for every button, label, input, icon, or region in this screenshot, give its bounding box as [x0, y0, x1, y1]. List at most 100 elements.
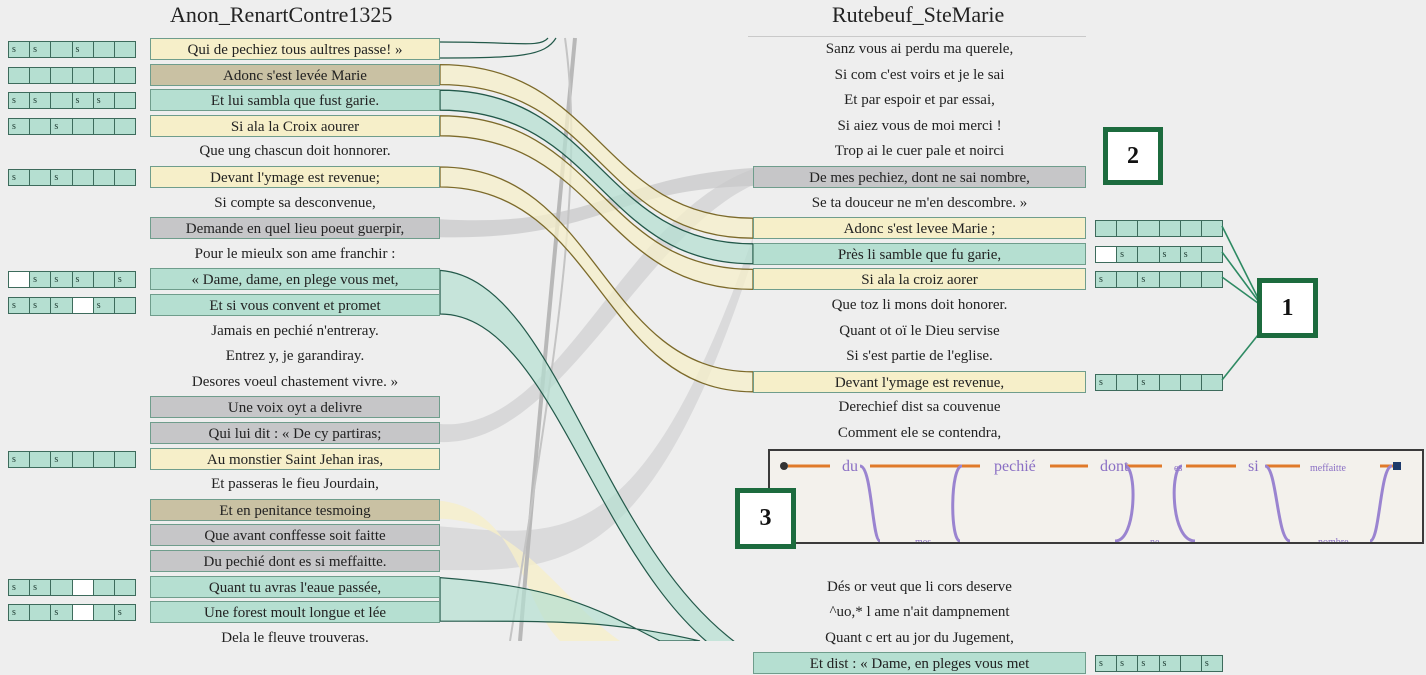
graph-start-node [780, 462, 788, 470]
flow-ribbon [439, 269, 735, 641]
meter-cell [115, 580, 135, 595]
left-line: Quant tu avras l'eaue passée, [150, 575, 440, 598]
meter-cell [1138, 246, 1160, 262]
meter-cell [73, 67, 94, 83]
meter-cell: s [30, 42, 52, 57]
alignment-flows [439, 37, 754, 641]
graph-variant-token: nombre [1318, 537, 1349, 542]
right-line: Et par espoir et par essai, [844, 92, 995, 109]
meter-cell: s [1160, 246, 1181, 262]
left-line: Et en penitance tesmoing [150, 498, 440, 521]
variant-graph: dupechiédontessimeffaittemesnenombre [780, 458, 1401, 542]
right-meter-strip [1095, 220, 1223, 238]
meter-cell: s [51, 605, 73, 621]
right-line: Derechief dist sa couvenue [838, 399, 1001, 416]
meter-cell [1202, 375, 1222, 390]
meter-cell [30, 170, 52, 185]
right-line: De mes pechiez, dont ne sai nombre, [753, 166, 1086, 188]
meter-cell [1181, 221, 1202, 237]
meter-cell: s [9, 93, 31, 109]
right-line: Que toz li mons doit honorer. [831, 297, 1008, 313]
meter-cell [1181, 374, 1202, 390]
graph-edge [1368, 464, 1393, 542]
meter-cell [1160, 272, 1181, 288]
left-line: Demande en quel lieu poeut guerpir, [150, 217, 440, 240]
right-line: Près li samble que fu garie, [753, 242, 1086, 265]
flow-thin-line [509, 37, 573, 641]
right-line: Et dist : « Dame, en pleges vous met [753, 652, 1086, 675]
meter-cell: s [1117, 246, 1139, 262]
right-line: Adonc s'est levee Marie ; [753, 217, 1086, 240]
alignment-visualization: Anon_RenartContre1325 Rutebeuf_SteMarie … [8, 2, 1424, 675]
graph-token: meffaitte [1310, 463, 1346, 474]
flow-curl [439, 37, 557, 59]
title-divider [748, 36, 1086, 37]
meter-cell [1117, 374, 1139, 390]
callout-badge-3: 3 [735, 488, 796, 549]
graph-token: si [1248, 458, 1259, 475]
left-line: Dela le fleuve trouveras. [221, 629, 369, 646]
right-line: Sanz vous ai perdu ma querele, [825, 41, 1014, 57]
meter-cell [115, 68, 135, 83]
graph-edge [1114, 464, 1135, 542]
meter-cell: s [1117, 656, 1139, 672]
meter-cell [94, 579, 115, 595]
meter-cell [9, 272, 31, 288]
left-witness-title: Anon_RenartContre1325 [170, 2, 393, 27]
right-line: Si com c'est voirs et je le sai [834, 66, 1005, 83]
meter-cell [115, 93, 135, 108]
left-line: Qui lui dit : « De cy partiras; [150, 422, 440, 444]
right-line: Quant c ert au jor du Jugement, [825, 629, 1014, 646]
meter-cell [72, 579, 94, 595]
left-line: Pour le mieulx son ame franchir : [194, 245, 396, 262]
right-line: Se ta douceur ne m'en descombre. » [811, 194, 1028, 211]
meter-cell: s [30, 93, 52, 109]
left-line: Jamais en pechié n'entreray. [211, 322, 379, 339]
meter-cell [72, 298, 94, 313]
meter-cell: s [73, 93, 94, 109]
left-meter-strip [8, 66, 136, 84]
meter-cell [1117, 221, 1139, 237]
meter-cell [72, 605, 94, 621]
meter-cell [1181, 656, 1202, 672]
meter-cell: s [30, 272, 52, 288]
meter-cell: s [1160, 656, 1181, 672]
meter-cell: s [9, 451, 31, 467]
meter-cell [51, 579, 73, 595]
right-line: Dés or veut que li cors deserve [827, 578, 1012, 595]
left-line: Du pechié dont es si meffaitte. [150, 550, 440, 572]
meter-cell: s [9, 579, 31, 595]
graph-variant-token: ne [1150, 537, 1160, 542]
right-line: Quant ot oï le Dieu servise [839, 322, 1000, 339]
right-line: Comment ele se contendra, [837, 425, 1002, 441]
meter-cell [1181, 272, 1202, 288]
right-line: Si s'est partie de l'eglise. [846, 348, 993, 365]
left-line: Adonc s'est levée Marie [150, 63, 440, 86]
meter-cell [30, 67, 52, 83]
meter-cell [1202, 272, 1222, 287]
meter-cell [115, 119, 135, 134]
meter-cell [1202, 221, 1222, 236]
meter-cell [9, 67, 31, 83]
meter-cell: s [1204, 658, 1209, 670]
graph-edge [859, 464, 882, 542]
left-line: Si compte sa desconvenue, [214, 194, 376, 211]
meter-cell [73, 170, 94, 185]
meter-cell: s [1096, 272, 1118, 288]
left-line: Et si vous convent et promet [150, 294, 440, 316]
variant-graph-inset: dupechiédontessimeffaittemesnenombre [768, 449, 1424, 544]
meter-cell [94, 272, 115, 288]
left-line: Que ung chascun doit honnorer. [199, 143, 391, 160]
meter-cell [30, 118, 52, 134]
right-line: Trop ai le cuer pale et noirci [834, 143, 1005, 160]
meter-cell [115, 42, 135, 57]
meter-cell: s [51, 298, 73, 313]
